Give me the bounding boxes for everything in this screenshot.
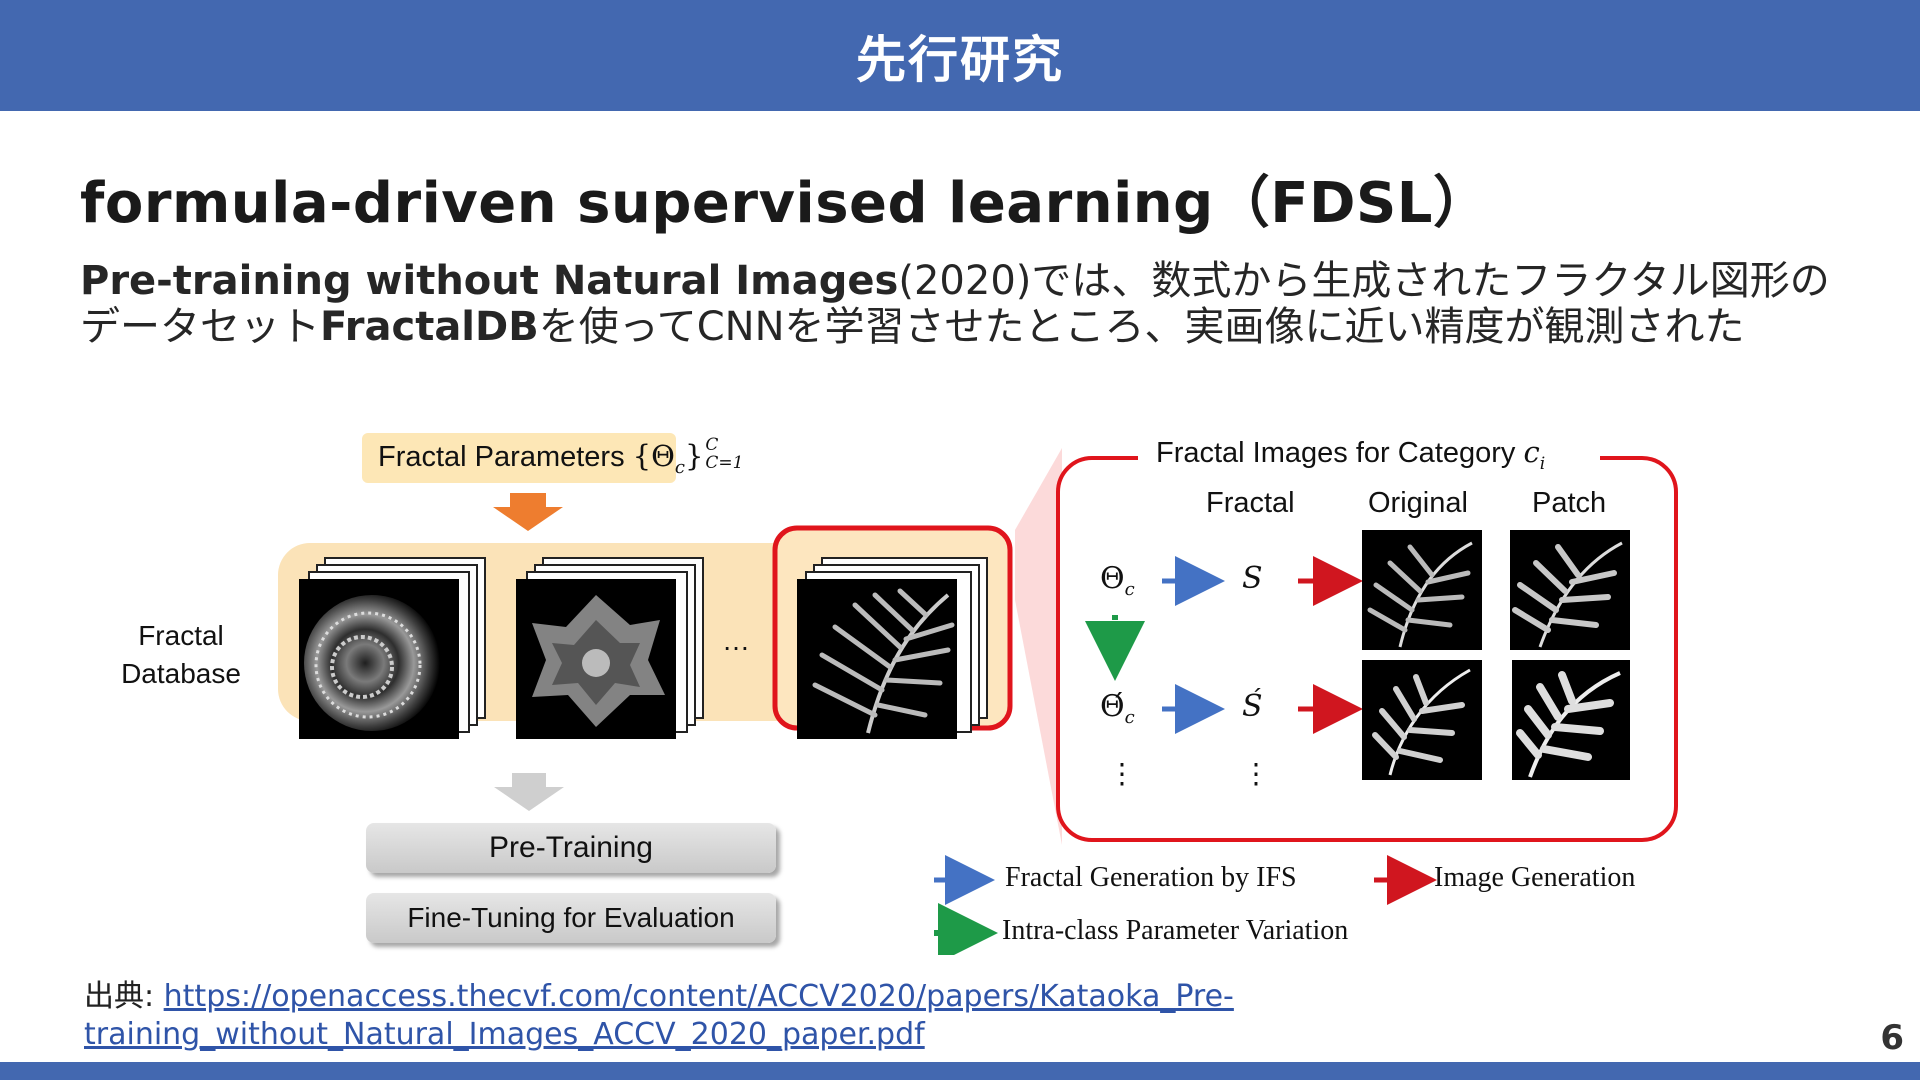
- dataset-name: FractalDB: [320, 304, 539, 350]
- legend-red-label: Image Generation: [1434, 862, 1636, 893]
- citation-link-line1[interactable]: https://openaccess.thecvf.com/content/AC…: [163, 979, 1234, 1014]
- grey-down-arrow: [494, 773, 564, 811]
- params-box: [362, 433, 676, 483]
- vdots-s: ⋮: [1242, 758, 1270, 789]
- citation: 出典: https://openaccess.thecvf.com/conten…: [84, 978, 1234, 1054]
- body-text-3: を使ってCNNを学習させたところ、実画像に近い精度が観測された: [538, 304, 1745, 350]
- legend-green-label: Intra-class Parameter Variation: [1002, 915, 1349, 946]
- s-prime-label: Ś: [1242, 689, 1263, 724]
- image-original-1: [1362, 530, 1482, 650]
- vdots-theta: ⋮: [1108, 758, 1136, 789]
- header-title: 先行研究: [856, 31, 1064, 89]
- theta-c: Θc: [1100, 561, 1135, 600]
- s-label: S: [1242, 561, 1263, 596]
- zoom-wedge: [1015, 448, 1062, 845]
- column-fractal: Fractal: [1206, 487, 1295, 519]
- slide-title: formula-driven supervised learning（FDSL）: [80, 171, 1490, 236]
- body-text-2: データセット: [80, 304, 320, 350]
- body-text-1: (2020)では、数式から生成されたフラクタル図形の: [898, 258, 1830, 304]
- image-original-2: [1362, 660, 1482, 780]
- card-stack-spiral: [299, 557, 486, 739]
- image-patch-1: [1510, 530, 1630, 650]
- category-panel-title: Fractal Images for Category ci: [1156, 435, 1546, 474]
- page-number: 6: [1880, 1018, 1904, 1058]
- ellipsis: …: [722, 625, 750, 656]
- theta-c-prime: Θ́c: [1100, 689, 1135, 728]
- column-original: Original: [1368, 487, 1468, 519]
- header-bar: 先行研究: [0, 0, 1920, 111]
- fine-tuning-box: Fine-Tuning for Evaluation: [366, 893, 776, 943]
- legend-blue-label: Fractal Generation by IFS: [1005, 862, 1297, 893]
- image-patch-2: [1512, 660, 1630, 780]
- citation-prefix: 出典:: [84, 979, 164, 1014]
- paper-title: Pre-training without Natural Images: [80, 258, 899, 304]
- citation-link-line2[interactable]: training_without_Natural_Images_ACCV_202…: [84, 1017, 925, 1052]
- pre-training-box: Pre-Training: [366, 823, 776, 873]
- orange-down-arrow: [493, 493, 563, 531]
- column-patch: Patch: [1532, 487, 1607, 519]
- card-stack-fern: [797, 557, 988, 739]
- card-stack-snowflake: [516, 557, 704, 739]
- figure-graphics: [278, 433, 1678, 955]
- body-text: Pre-training without Natural Images(2020…: [80, 258, 1870, 350]
- footer-bar: [0, 1062, 1920, 1080]
